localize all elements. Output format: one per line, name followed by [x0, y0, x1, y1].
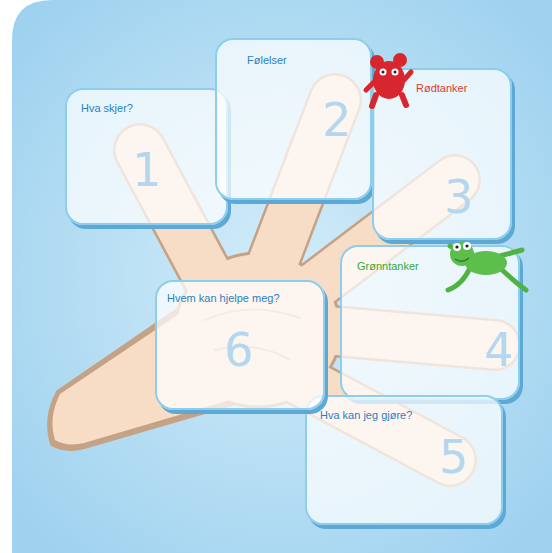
step-box: Hva skjer? 1 [65, 88, 228, 225]
mascot-pupil [382, 71, 385, 74]
mascot-pupil [465, 244, 468, 247]
mascot-body [373, 61, 405, 99]
step-number: 1 [132, 147, 161, 193]
mascot-ear [393, 53, 407, 67]
mascot-body [465, 251, 507, 275]
mascot-limbs [448, 246, 526, 290]
mascot-eye [453, 243, 461, 251]
mascot-eye [380, 69, 387, 76]
background-panel [12, 0, 552, 553]
step-title: Rødtanker [416, 82, 467, 94]
step-title: Grønntanker [357, 260, 419, 272]
step-number: 4 [484, 327, 513, 373]
mascot-ear [370, 55, 384, 69]
step-box: Følelser 2 [215, 38, 372, 200]
mascot-eye [463, 242, 471, 250]
mascot-head [450, 242, 474, 266]
step-number: 6 [224, 327, 253, 373]
mascot-mouth [455, 258, 469, 261]
step-box: Rødtanker 3 [372, 68, 512, 240]
step-title: Hvem kan hjelpe meg? [167, 292, 280, 304]
mascot-pupil [394, 71, 397, 74]
step-box: Hva kan jeg gjøre? 5 [305, 395, 503, 525]
green-thought-mascot [448, 242, 526, 290]
mascot-arm [366, 72, 411, 90]
mascot-pupil [455, 245, 458, 248]
step-number: 2 [322, 97, 351, 143]
step-title: Følelser [247, 54, 287, 66]
step-title: Hva skjer? [81, 102, 133, 114]
step-number: 3 [444, 174, 473, 220]
step-box: Grønntanker 4 [340, 245, 520, 400]
step-number: 5 [439, 434, 468, 480]
mascot-eye [392, 69, 399, 76]
step-box: Hvem kan hjelpe meg? 6 [155, 280, 325, 410]
step-title: Hva kan jeg gjøre? [320, 409, 412, 421]
mascot-leg [372, 95, 406, 106]
red-thought-mascot [366, 53, 411, 106]
